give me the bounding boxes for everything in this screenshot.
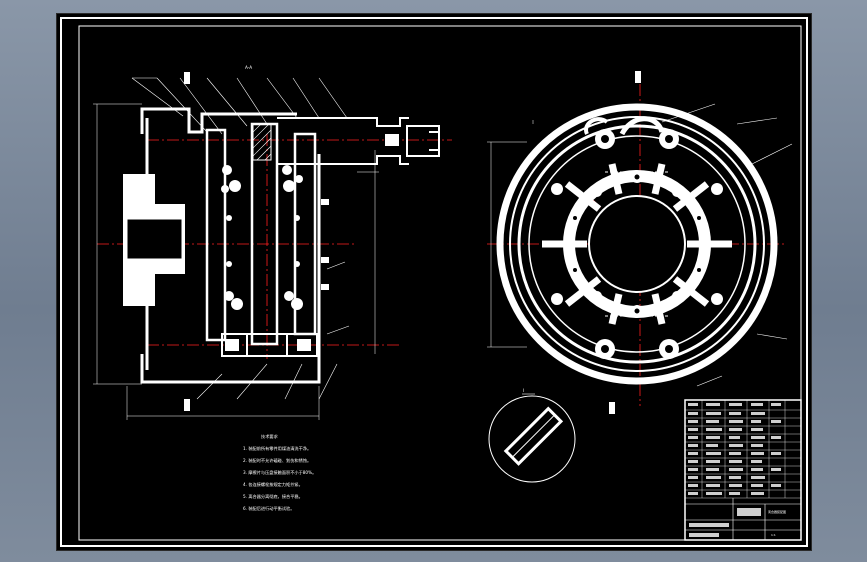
detail-label: I	[523, 388, 524, 393]
outer-frame	[60, 17, 808, 547]
tech-requirements: 技术要求 1. 装配前所有零件用煤油清洗干净。 2. 装配时不允许磕碰、划伤和锈…	[243, 433, 316, 512]
detail-view: I	[488, 388, 576, 483]
front-view	[487, 71, 793, 414]
drawing-name: 离合器装配图	[768, 509, 786, 514]
title-block: 离合器装配图 1:1	[684, 399, 802, 541]
cad-drawing-viewport[interactable]: A-A	[56, 13, 812, 551]
tech-req-line-3: 3. 摩擦片与压盘接触面积不小于80%。	[243, 469, 316, 476]
tech-req-line-5: 5. 离合器分离彻底，接合平稳。	[243, 493, 303, 500]
tech-req-line-1: 1. 装配前所有零件用煤油清洗干净。	[243, 445, 311, 452]
tech-req-line-6: 6. 装配后进行动平衡试验。	[243, 505, 294, 512]
tech-req-line-2: 2. 装配时不允许磕碰、划伤和锈蚀。	[243, 457, 311, 464]
section-view: A-A	[93, 65, 452, 420]
drawing-scale: 1:1	[771, 533, 776, 537]
flywheel-hub	[123, 174, 185, 306]
section-label-top: A-A	[245, 65, 252, 70]
inner-frame	[78, 25, 802, 541]
tech-req-title: 技术要求	[261, 433, 279, 440]
clutch-assembly-drawing: A-A	[60, 17, 808, 547]
tech-req-line-4: 4. 各连接螺栓按规定力矩拧紧。	[243, 481, 303, 488]
pressure-lever	[252, 123, 272, 161]
